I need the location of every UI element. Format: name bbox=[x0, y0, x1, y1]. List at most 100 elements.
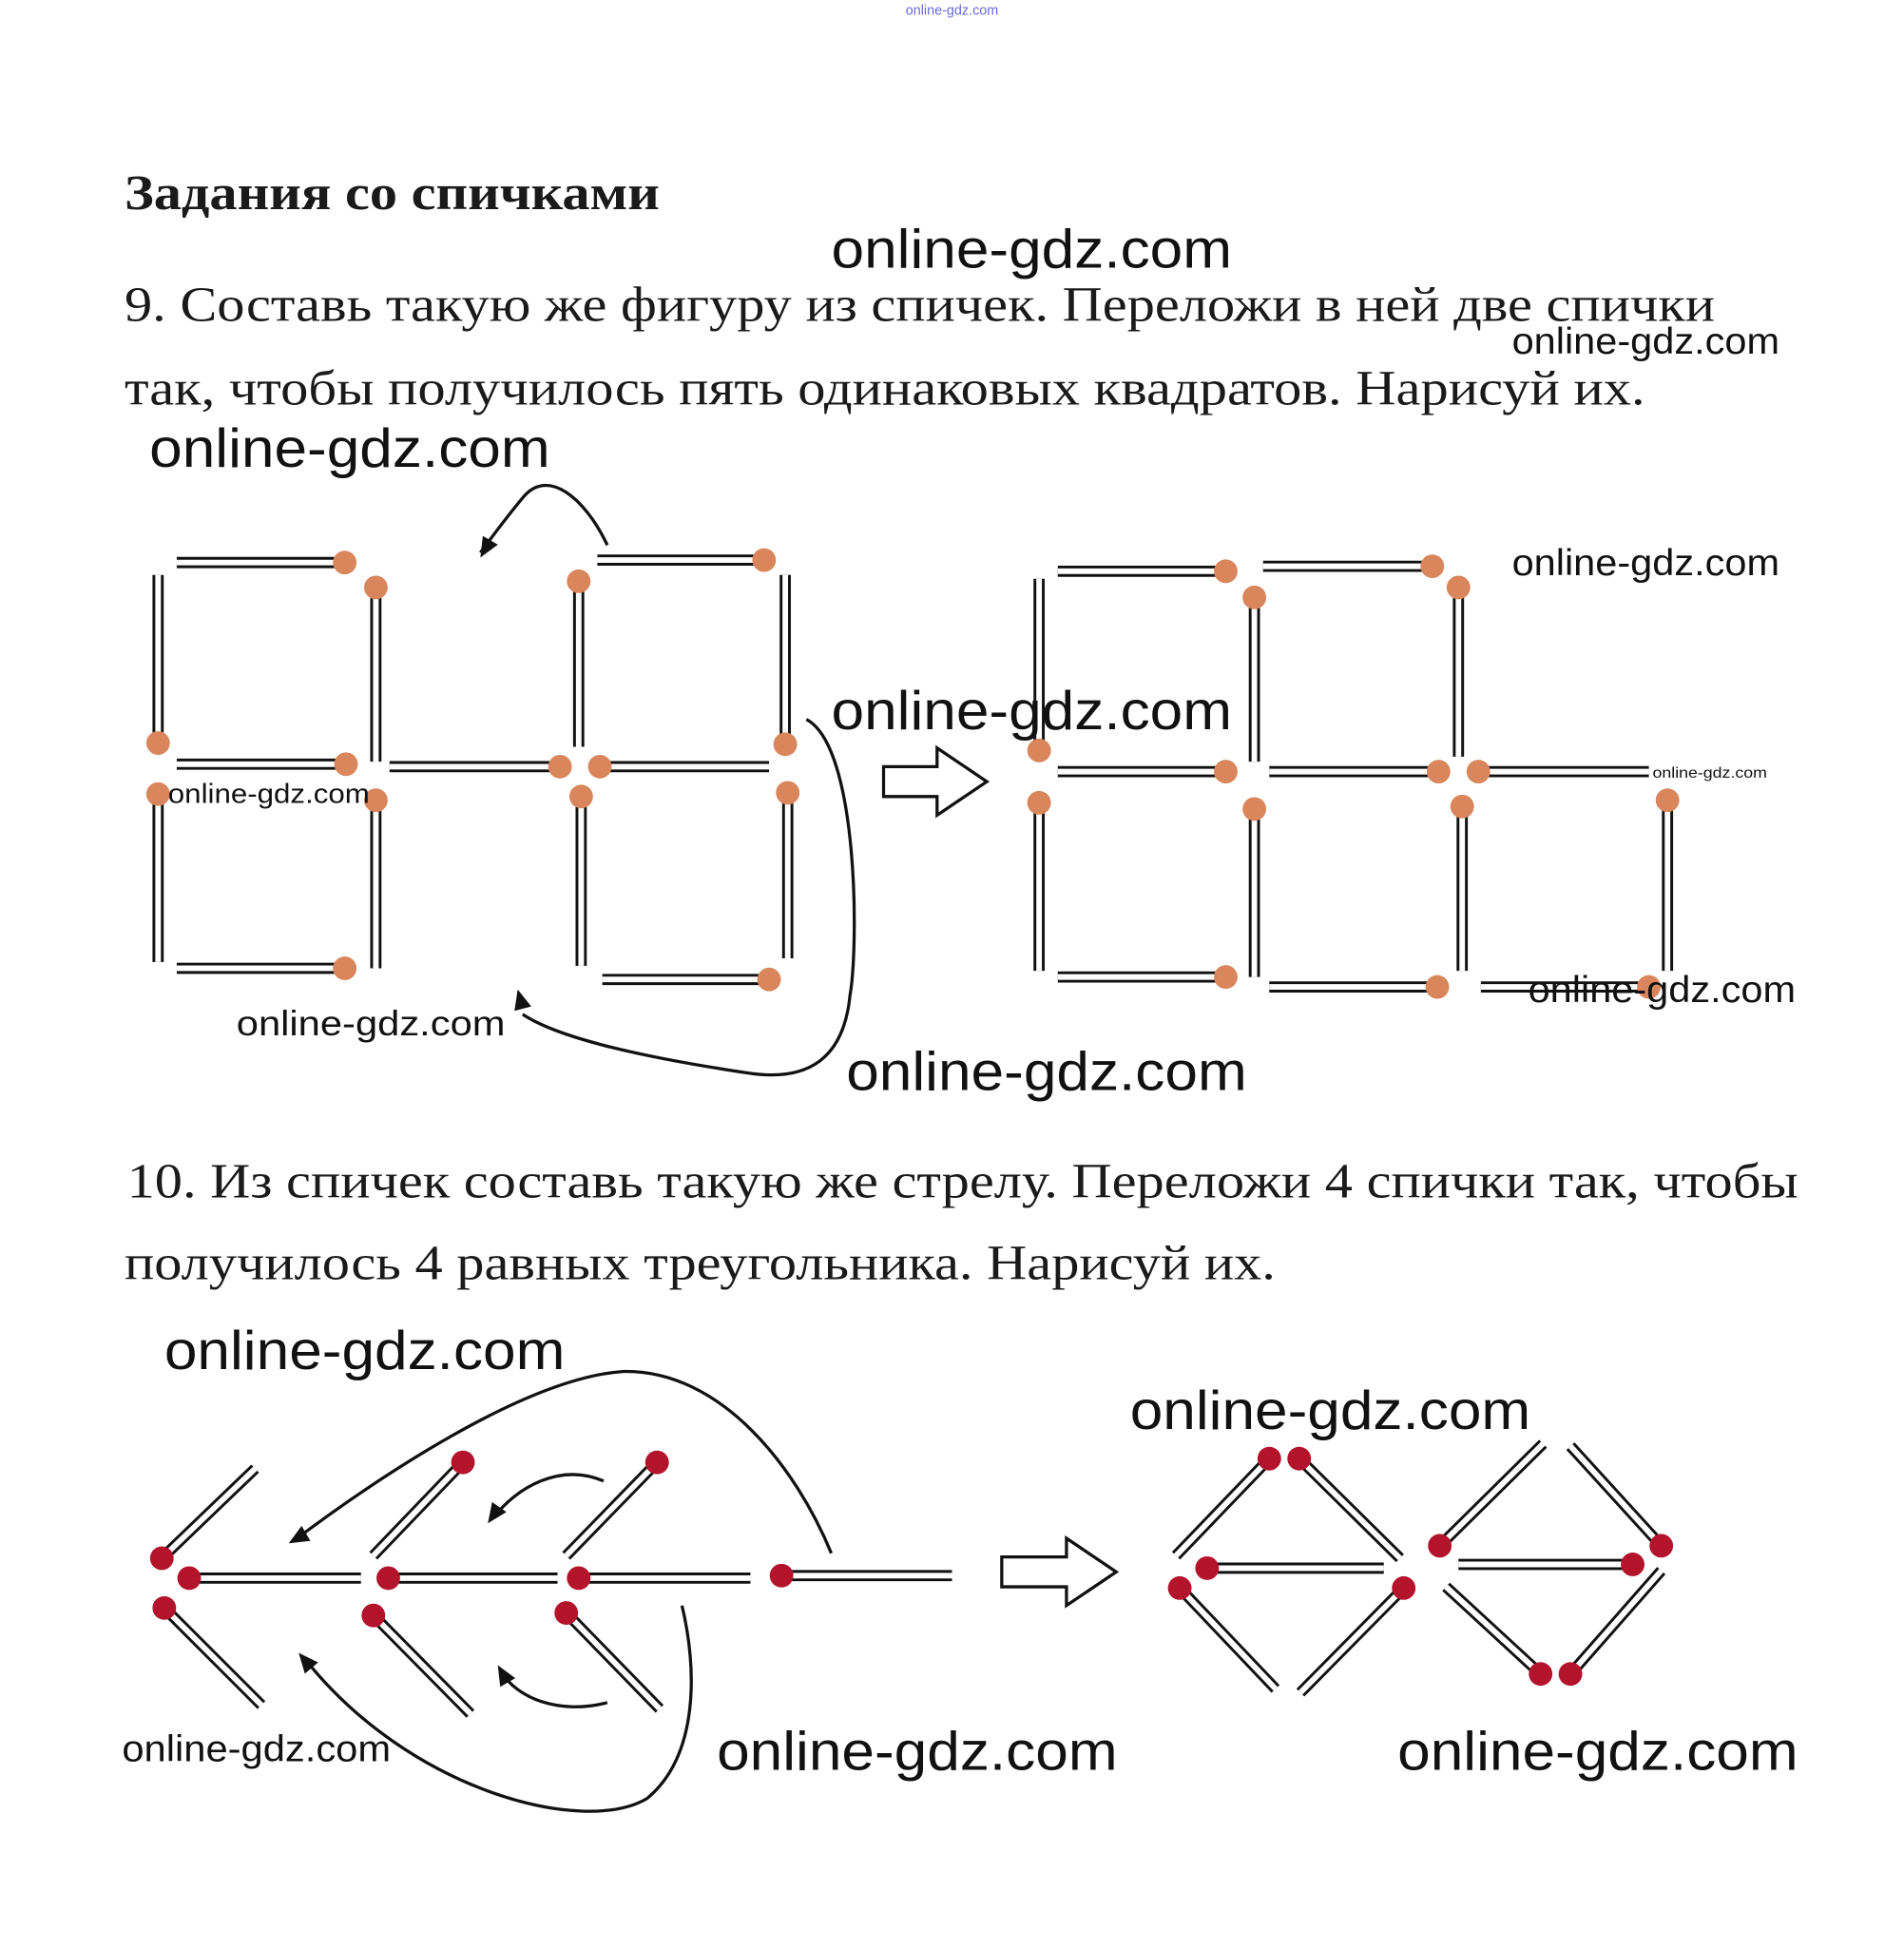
curved-arrow bbox=[288, 1369, 834, 1554]
watermark-text: online-gdz.com bbox=[1529, 969, 1796, 1011]
match-head bbox=[1214, 559, 1238, 584]
match bbox=[1428, 1439, 1548, 1558]
match bbox=[1027, 790, 1051, 972]
watermark-text: online-gdz.com bbox=[164, 1321, 566, 1381]
match-head bbox=[1214, 760, 1238, 784]
match-head bbox=[1637, 974, 1662, 999]
match bbox=[567, 569, 591, 747]
match bbox=[1269, 760, 1451, 784]
match-head bbox=[363, 575, 388, 600]
match bbox=[568, 784, 593, 966]
match bbox=[1287, 1446, 1404, 1563]
match bbox=[363, 788, 388, 969]
arrowhead-icon bbox=[480, 535, 498, 558]
match bbox=[1458, 1553, 1644, 1576]
curved-arrow bbox=[479, 483, 609, 558]
match bbox=[1057, 965, 1238, 990]
curved-arrow bbox=[514, 718, 856, 1077]
top-watermark: online-gdz.com bbox=[906, 4, 999, 19]
task9-line2: так, чтобы получилось пять одинаковых кв… bbox=[125, 360, 1645, 415]
match-head bbox=[1392, 1575, 1416, 1600]
watermark-text: online-gdz.com bbox=[168, 779, 370, 809]
watermark-text: online-gdz.com bbox=[846, 1042, 1247, 1103]
match-head bbox=[769, 1563, 794, 1588]
match-head bbox=[145, 782, 170, 806]
match bbox=[1242, 585, 1267, 762]
task10-line1: 10. Из спичек составь такую же стрелу. П… bbox=[127, 1153, 1798, 1208]
match bbox=[597, 548, 777, 572]
watermark-text: online-gdz.com bbox=[1130, 1380, 1531, 1441]
watermark-text: online-gdz.com bbox=[832, 219, 1233, 280]
match bbox=[152, 1595, 266, 1709]
match bbox=[554, 1601, 664, 1713]
match-head bbox=[1466, 760, 1491, 784]
match bbox=[602, 967, 781, 992]
match bbox=[363, 575, 388, 762]
match bbox=[1027, 578, 1051, 762]
match-head bbox=[1167, 1575, 1192, 1600]
match bbox=[376, 1566, 558, 1591]
task9-line1: 9. Составь такую же фигуру из спичек. Пе… bbox=[125, 278, 1715, 333]
match-head bbox=[1214, 965, 1238, 990]
arrowhead-icon bbox=[497, 1665, 516, 1688]
match-head bbox=[376, 1566, 400, 1591]
match bbox=[1480, 974, 1662, 999]
match bbox=[769, 1563, 952, 1588]
match bbox=[1242, 797, 1267, 977]
match bbox=[562, 1450, 669, 1560]
match bbox=[145, 782, 170, 962]
match bbox=[1269, 974, 1450, 999]
arrowhead-icon bbox=[288, 1525, 311, 1544]
match bbox=[1171, 1446, 1281, 1560]
match bbox=[1446, 575, 1471, 757]
match-head bbox=[567, 1566, 591, 1591]
section-heading: Задания со спичками bbox=[125, 165, 660, 221]
arrowhead-icon bbox=[514, 989, 531, 1012]
match bbox=[587, 754, 770, 779]
match-head bbox=[1621, 1553, 1644, 1576]
task10-line2: получилось 4 равных треугольника. Нарису… bbox=[125, 1236, 1276, 1291]
match bbox=[389, 754, 572, 779]
match-head bbox=[644, 1450, 669, 1475]
match bbox=[145, 574, 170, 755]
match-head bbox=[333, 956, 357, 980]
watermark-text: online-gdz.com bbox=[149, 418, 550, 479]
match-head bbox=[149, 1546, 174, 1571]
match-head bbox=[1446, 575, 1471, 600]
watermark-text: online-gdz.com bbox=[717, 1721, 1118, 1782]
watermark-text: online-gdz.com bbox=[237, 1004, 506, 1043]
match-head bbox=[361, 1603, 386, 1628]
match bbox=[1262, 554, 1445, 579]
match bbox=[1566, 1442, 1674, 1558]
match bbox=[1558, 1567, 1666, 1687]
match-head bbox=[1420, 554, 1445, 579]
match-head bbox=[757, 967, 781, 992]
match bbox=[369, 1450, 475, 1560]
match-head bbox=[1242, 797, 1267, 821]
match-head bbox=[1425, 974, 1450, 999]
match-head bbox=[776, 781, 800, 805]
match bbox=[361, 1603, 475, 1718]
match-head bbox=[1027, 738, 1051, 762]
watermarks: online-gdz.com online-gdz.com online-gdz.c… bbox=[122, 219, 1798, 1782]
match-head bbox=[1558, 1662, 1583, 1687]
match-head bbox=[451, 1450, 475, 1475]
match bbox=[1296, 1575, 1416, 1697]
match bbox=[1442, 1582, 1553, 1687]
match bbox=[1450, 794, 1474, 972]
match-head bbox=[1257, 1446, 1281, 1471]
curved-arrow bbox=[488, 1473, 605, 1524]
match bbox=[176, 550, 357, 575]
match-head bbox=[1529, 1662, 1553, 1687]
match-head bbox=[333, 550, 357, 575]
match-head bbox=[554, 1601, 579, 1625]
match bbox=[1655, 788, 1680, 972]
match bbox=[176, 752, 358, 777]
match-head bbox=[587, 754, 612, 779]
match-head bbox=[1027, 790, 1051, 815]
match bbox=[1167, 1575, 1280, 1693]
block-arrow-icon bbox=[1000, 1534, 1120, 1609]
watermark-text: online-gdz.com bbox=[1512, 320, 1779, 362]
match-head bbox=[152, 1595, 177, 1620]
